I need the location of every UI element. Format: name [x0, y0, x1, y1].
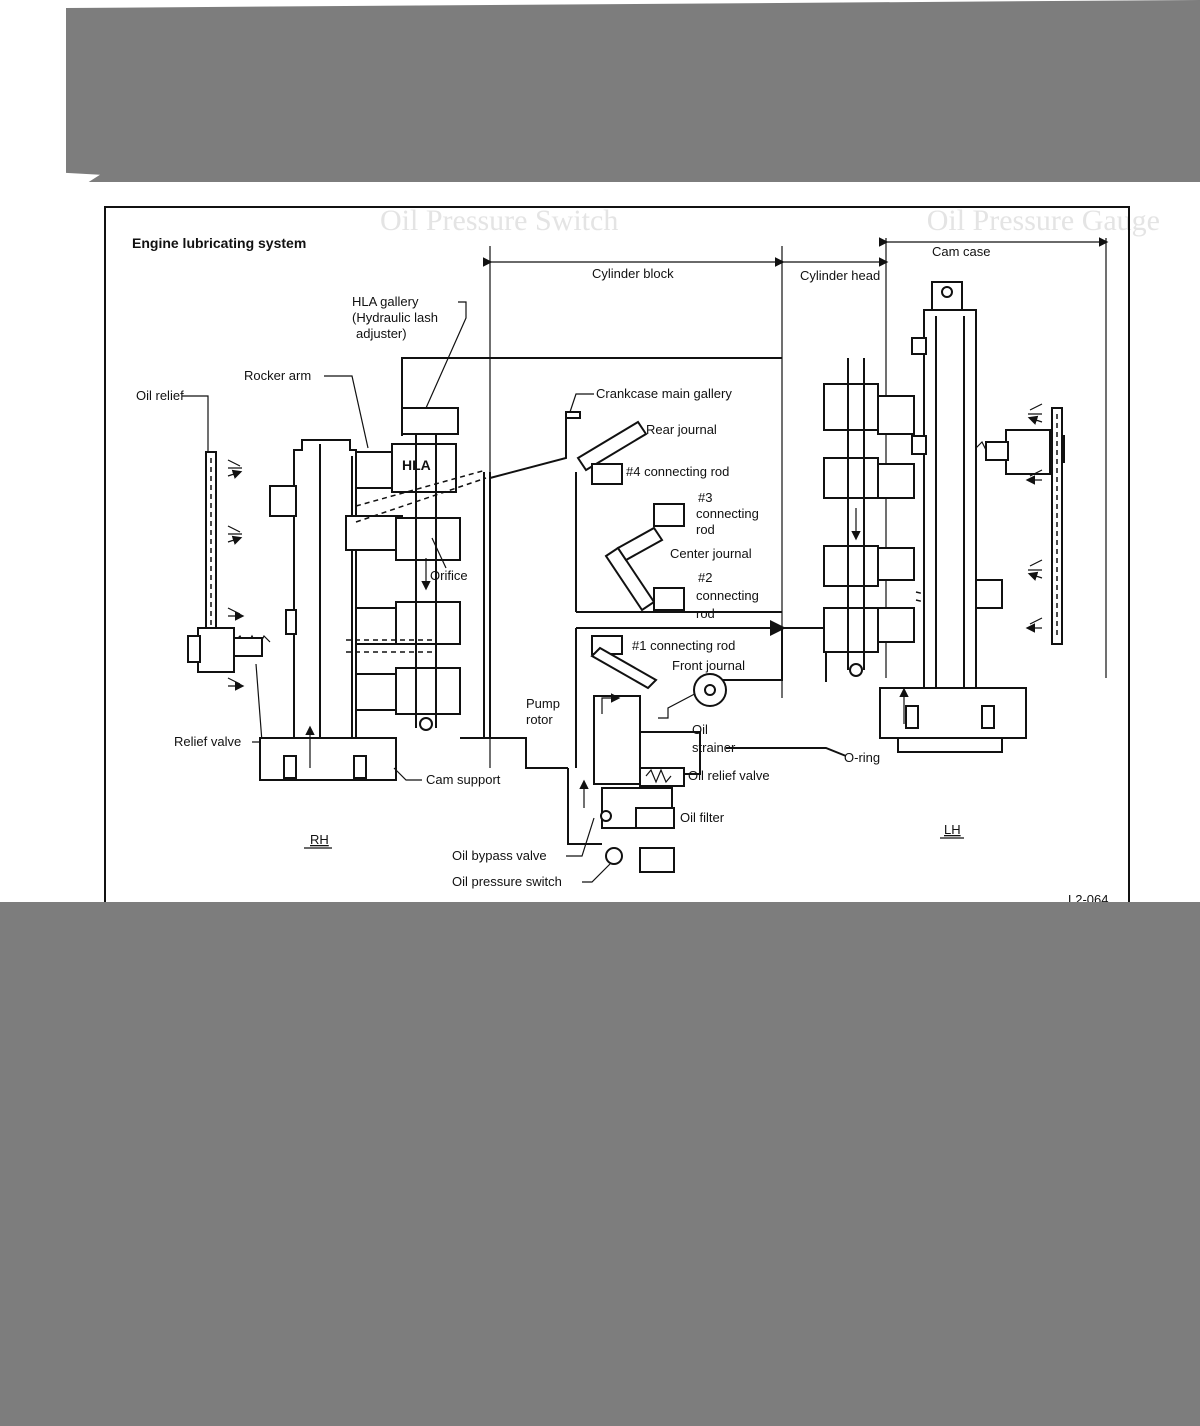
- cam-support-leader: [393, 767, 422, 781]
- o-ring-leader: [726, 747, 847, 757]
- pump-rotor-label-a: Pump: [526, 696, 560, 711]
- oil-bypass-valve-label: Oil bypass valve: [452, 848, 547, 863]
- hla-gallery-detail: (Hydraulic lash: [352, 310, 438, 325]
- hla-label: HLA: [402, 457, 431, 473]
- relief-valve-leader: [252, 663, 263, 743]
- relief-valve-label: Relief valve: [174, 734, 241, 749]
- hla-gallery-label: HLA gallery: [352, 294, 419, 309]
- oil-pump-assembly: [567, 673, 727, 873]
- connecting-rod-4-label: #4 connecting rod: [626, 464, 729, 479]
- crankcase-main-gallery-label: Crankcase main gallery: [596, 386, 732, 401]
- lubrication-diagram: Engine lubricating system Cylinder block…: [132, 235, 1108, 902]
- o-ring-label: O-ring: [844, 750, 880, 765]
- oil-relief-valve-label: Oil relief valve: [688, 768, 770, 783]
- cam-support-label: Cam support: [426, 772, 501, 787]
- oil-strainer-label-a: Oil: [692, 722, 708, 737]
- rh-camshaft-housing: [259, 439, 397, 781]
- rh-relief-valve: [187, 627, 271, 673]
- connecting-rod-3-label-c: rod: [696, 522, 715, 537]
- rh-label: RH: [310, 832, 329, 847]
- connecting-rod-2-label-a: #2: [698, 570, 712, 585]
- connecting-rod-1-label: #1 connecting rod: [632, 638, 735, 653]
- connecting-rod-2-label-b: connecting: [696, 588, 759, 603]
- cylinder-head-label: Cylinder head: [800, 268, 880, 283]
- hla-gallery-leader: [425, 301, 467, 409]
- top-paper-overlay: [66, 0, 1200, 182]
- cam-case-label: Cam case: [932, 244, 991, 259]
- lh-relief-valve: [975, 429, 1065, 475]
- bottom-paper-overlay: [0, 902, 1200, 1426]
- lh-label: LH: [944, 822, 961, 837]
- oil-bypass-valve-leader: [566, 817, 595, 857]
- rh-lifter-stack: [345, 407, 487, 731]
- rocker-arm-label: Rocker arm: [244, 368, 311, 383]
- center-journal-label: Center journal: [670, 546, 752, 561]
- hla-block: [391, 443, 457, 493]
- front-journal-label: Front journal: [672, 658, 745, 673]
- oil-strainer-label-b: strainer: [692, 740, 736, 755]
- diagram-title: Engine lubricating system: [132, 235, 306, 251]
- figure-id: L2-064: [1068, 892, 1108, 902]
- rh-upper-passage: [401, 357, 782, 436]
- rh-lower-passage: [460, 737, 568, 769]
- rocker-arm-leader: [324, 375, 369, 449]
- orifice-label: Orifice: [430, 568, 468, 583]
- pump-rotor-label-b: rotor: [526, 712, 553, 727]
- rear-journal-label: Rear journal: [646, 422, 717, 437]
- connecting-rod-2-label-c: rod: [696, 606, 715, 621]
- hla-gallery-detail2: adjuster): [356, 326, 407, 341]
- oil-filter-label: Oil filter: [680, 810, 725, 825]
- oil-pressure-switch-label: Oil pressure switch: [452, 874, 562, 889]
- diagram-frame: Engine lubricating system Cylinder block…: [104, 206, 1130, 902]
- oil-pressure-switch-leader: [582, 863, 611, 883]
- lh-camshaft-housing: [879, 281, 1027, 753]
- oil-relief-label: Oil relief: [136, 388, 184, 403]
- oil-relief-leader: [182, 395, 209, 452]
- cylinder-block: Crankcase main gallery Rear journal #4 c…: [489, 386, 786, 768]
- head-passage: [782, 627, 827, 682]
- lh-lifter-stack: [823, 358, 967, 677]
- connecting-rod-3-label-b: connecting: [696, 506, 759, 521]
- connecting-rod-3-label-a: #3: [698, 490, 712, 505]
- cylinder-block-label: Cylinder block: [592, 266, 674, 281]
- orifice-leader: [431, 537, 447, 569]
- lh-relief-cover: [1028, 403, 1063, 645]
